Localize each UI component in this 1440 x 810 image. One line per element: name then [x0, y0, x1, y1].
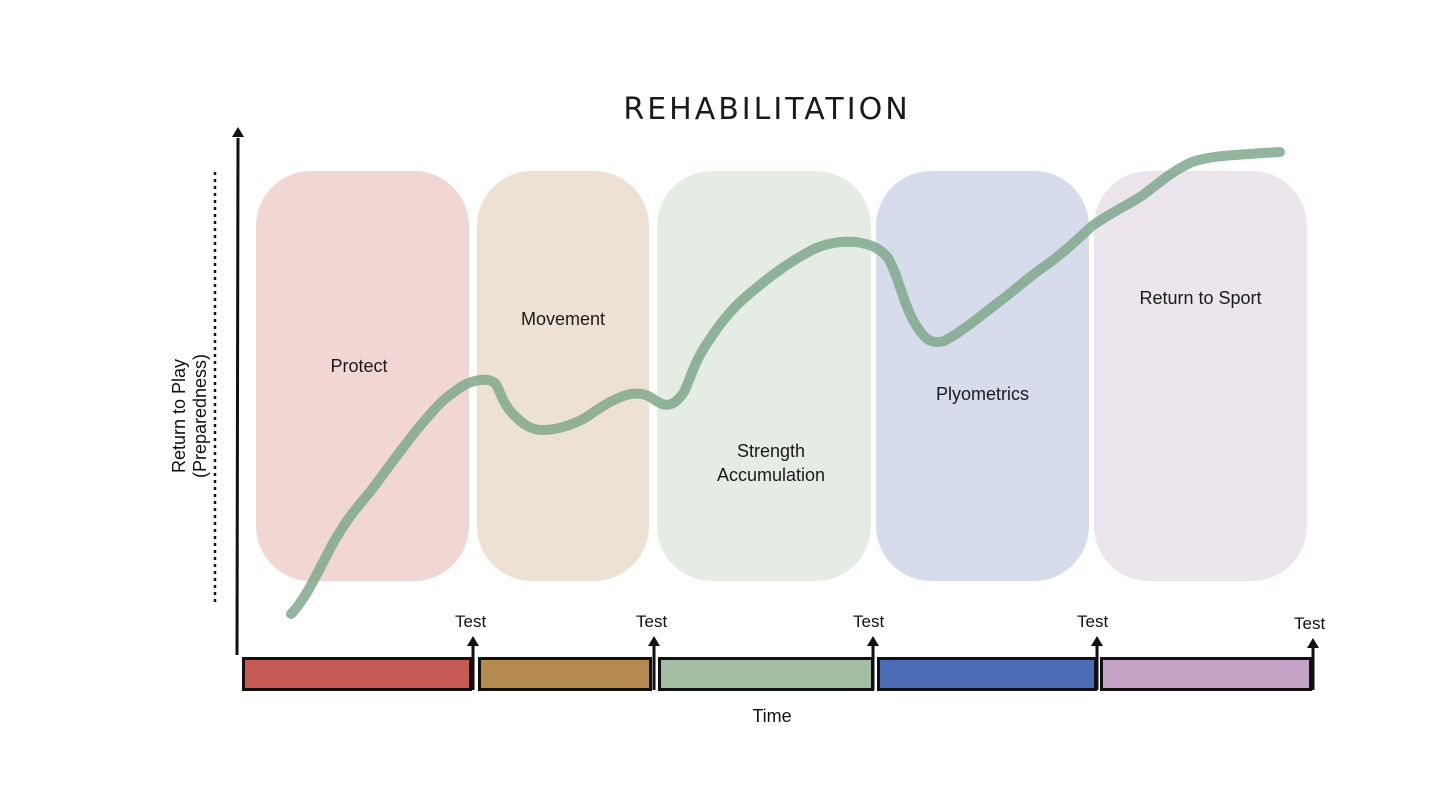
- phase-panel-return-to-sport: [1094, 171, 1307, 581]
- phase-label-protect: Protect: [330, 356, 388, 376]
- test-label-2: Test: [636, 612, 668, 631]
- timeline-bar-plyometrics: [877, 657, 1097, 691]
- phase-label-plyometrics: Plyometrics: [935, 384, 1029, 404]
- test-label-4: Test: [1077, 612, 1109, 631]
- y-axis-label: Return to Play (Preparedness): [169, 353, 210, 479]
- timeline-bar-movement: [478, 657, 652, 691]
- timeline-bar-strength: [658, 657, 874, 691]
- preparedness-curve: [286, 147, 1285, 619]
- test-arrow-5: [1307, 638, 1319, 690]
- test-arrow-2: [648, 636, 660, 690]
- timeline-bar-protect: [242, 657, 472, 691]
- test-label-3: Test: [853, 612, 885, 631]
- phase-label-return-to-sport: Return to Sport: [1139, 288, 1262, 308]
- phase-label-movement: Movement: [520, 309, 606, 329]
- phase-panel-protect: [256, 171, 469, 581]
- diagram-title: REHABILITATION: [623, 92, 911, 127]
- test-label-5: Test: [1294, 614, 1326, 633]
- test-arrow-3: [867, 636, 879, 690]
- y-axis-line: [235, 137, 240, 656]
- test-arrow-1: [467, 636, 479, 690]
- phase-panel-movement: [477, 171, 649, 581]
- phase-panel-plyometrics: [876, 171, 1089, 581]
- test-label-1: Test: [455, 612, 487, 631]
- test-arrow-4: [1091, 636, 1103, 690]
- x-axis-label: Time: [752, 706, 792, 726]
- timeline-bar-return-to-sport: [1100, 657, 1312, 691]
- y-axis-arrowhead: [232, 127, 244, 137]
- phase-label-strength: Strength Accumulation: [716, 441, 826, 485]
